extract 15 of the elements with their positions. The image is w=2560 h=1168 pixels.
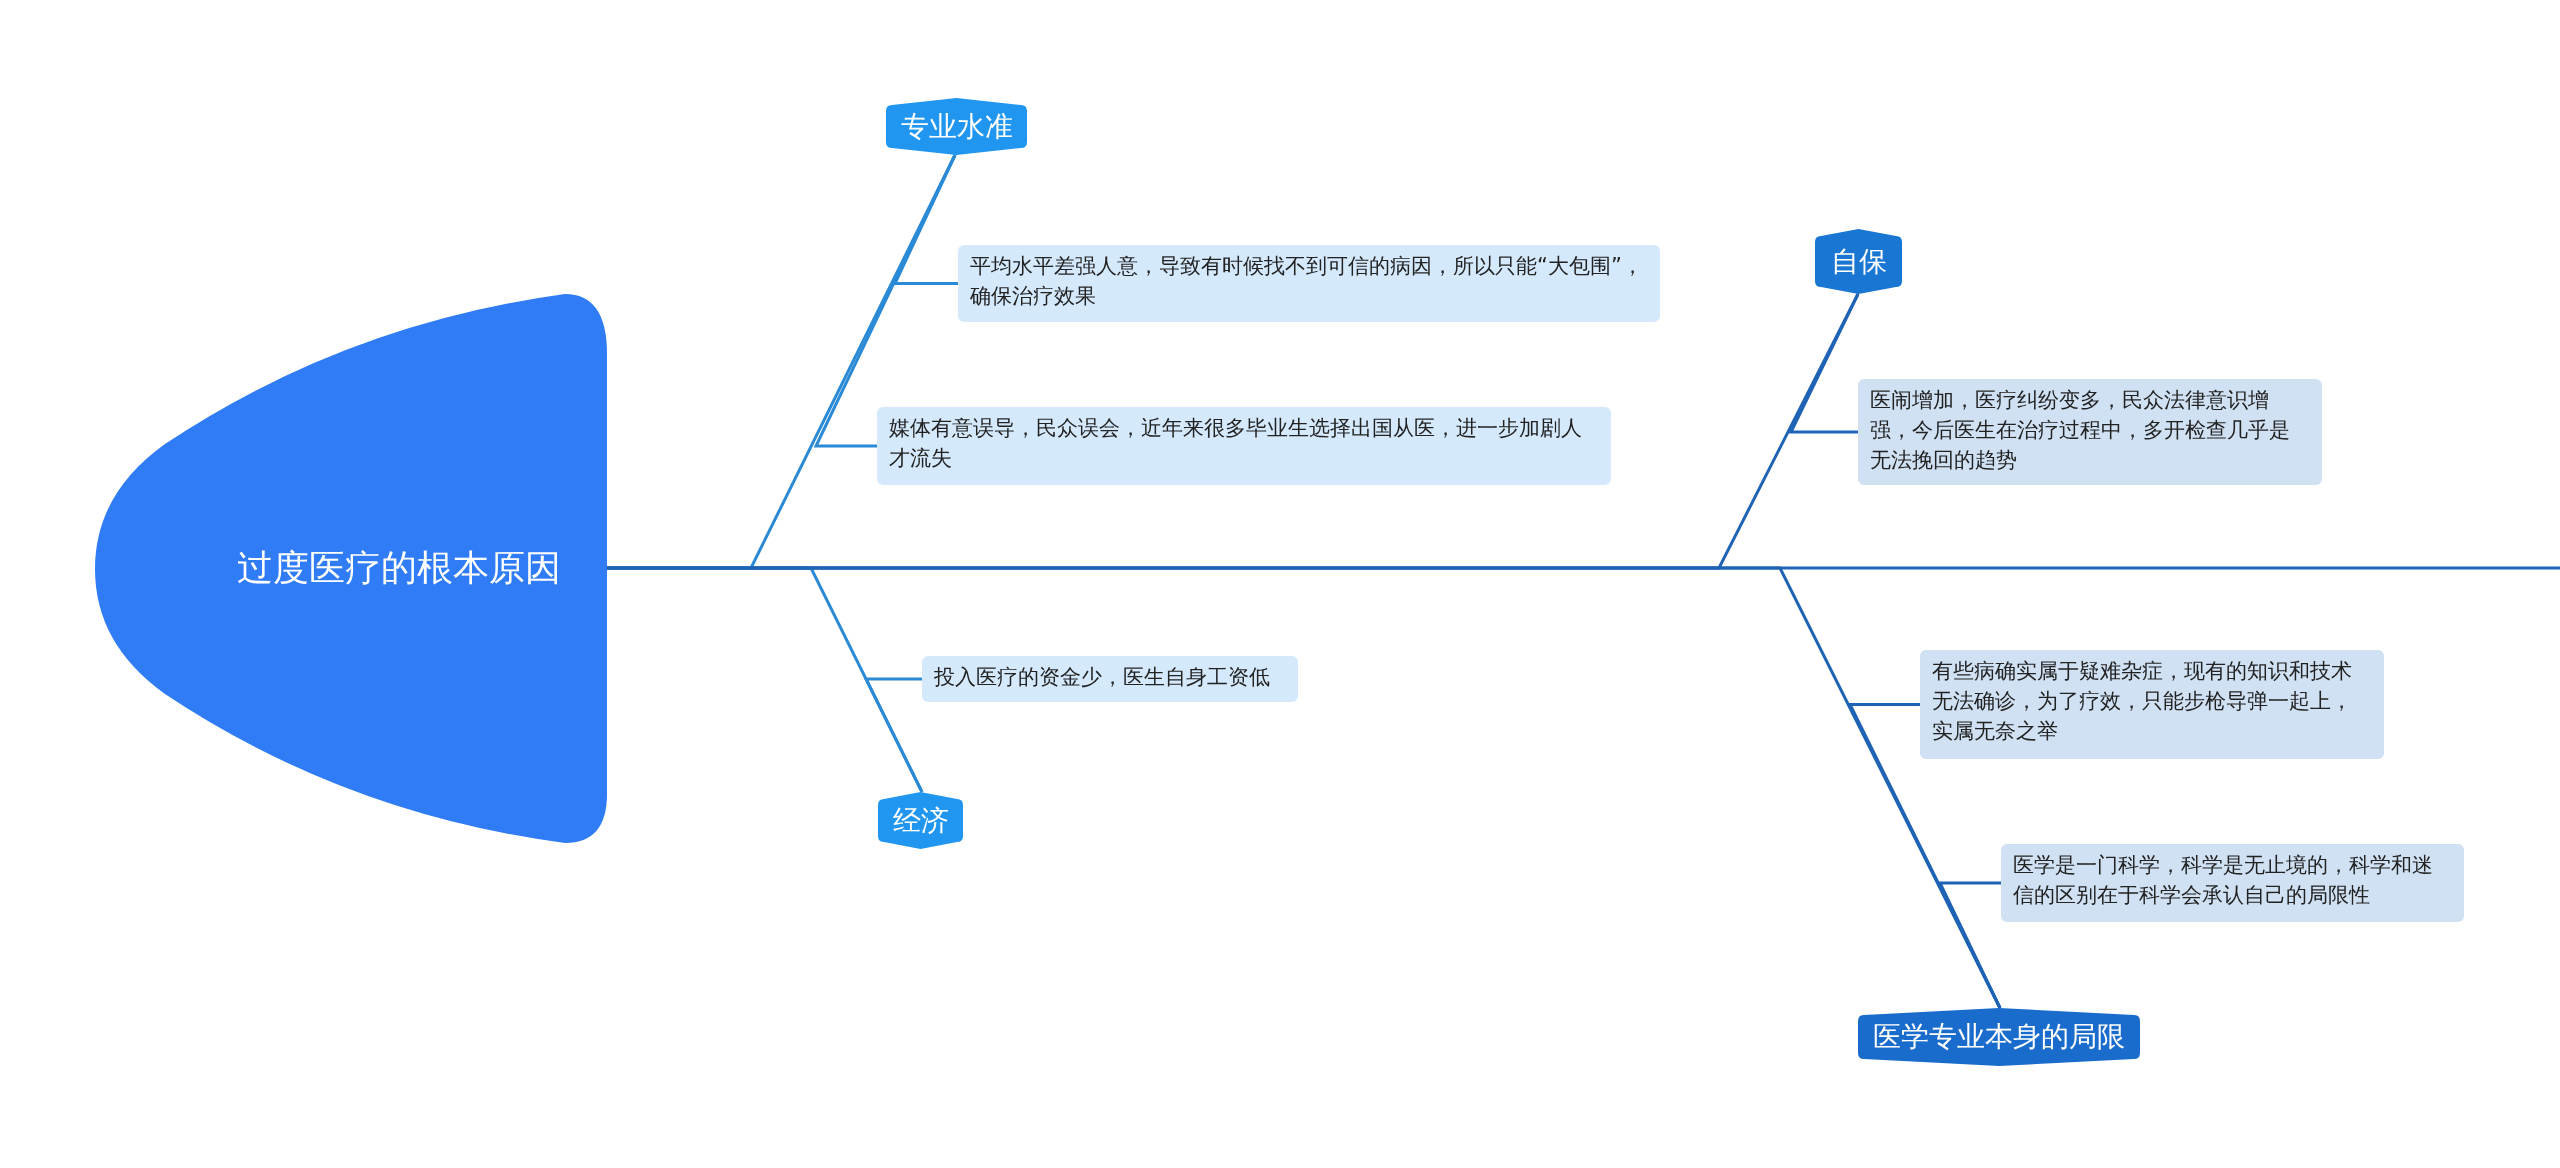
category-tag: 经济 [878,792,963,849]
branch-line [1937,881,2002,1009]
category-tag: 专业水准 [886,98,1027,155]
category-tag: 医学专业本身的局限 [1858,1008,2140,1066]
category-tag: 自保 [1815,229,1902,294]
main-topic-shape: 过度医疗的根本原因 [95,294,607,843]
cause-note: 投入医疗的资金少，医生自身工资低 [922,656,1298,702]
branch-line [1788,293,1860,434]
branch-line [813,154,957,448]
cause-note: 平均水平差强人意，导致有时候找不到可信的病因，所以只能“大包围”，确保治疗效果 [958,245,1660,322]
cause-note: 医闹增加，医疗纠纷变多，民众法律意识增强，今后医生在治疗过程中，多开检查几乎是无法挽回的趋势 [1858,379,2322,485]
cause-note: 媒体有意误导，民众误会，近年来很多毕业生选择出国从医，进一步加剧人才流失 [877,407,1611,485]
branch-line [863,677,924,793]
cause-note: 医学是一门科学，科学是无止境的，科学和迷信的区别在于科学会承认自己的局限性 [2001,844,2464,922]
cause-note: 有些病确实属于疑难杂症，现有的知识和技术无法确诊，为了疗效，只能步枪导弹一起上，实属无奈之举 [1920,650,2384,759]
